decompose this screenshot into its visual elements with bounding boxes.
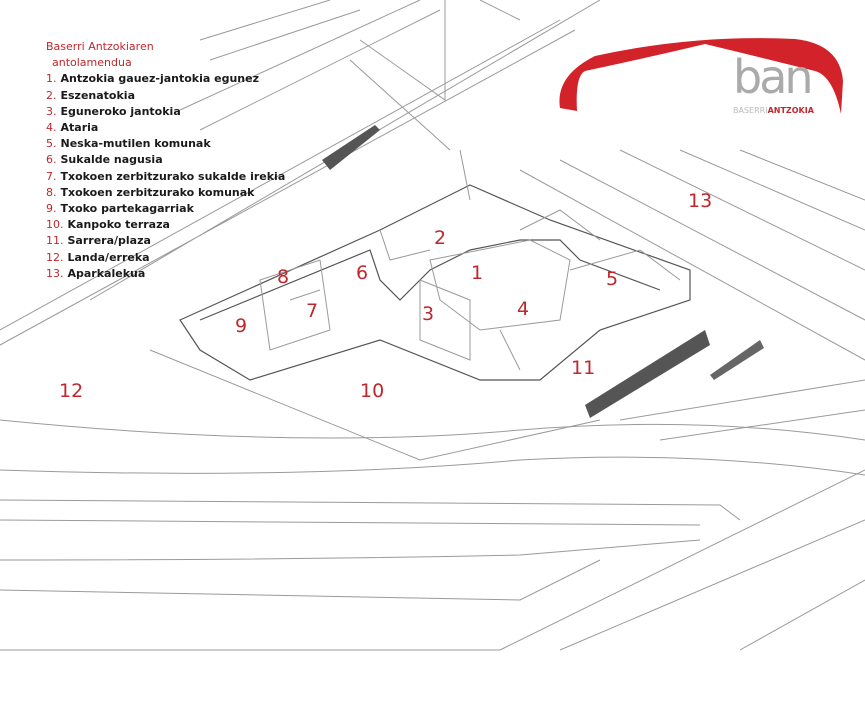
legend-item-number: 9. bbox=[46, 202, 57, 216]
legend-item-label: Txoko partekagarriak bbox=[60, 202, 194, 216]
plan-label-7: 7 bbox=[306, 300, 318, 322]
logo: ban BASERRIANTZOKIA bbox=[555, 36, 845, 126]
legend-item-label: Txokoen zerbitzurako komunak bbox=[60, 185, 255, 199]
plan-label-10: 10 bbox=[360, 380, 384, 402]
legend-item: 13.Aparkalekua bbox=[46, 266, 285, 282]
legend-item-label: Eszenatokia bbox=[60, 88, 136, 102]
legend-item: 3.Eguneroko jantokia bbox=[46, 104, 285, 120]
legend-item: 4.Ataria bbox=[46, 120, 285, 136]
legend-item-label: Neska-mutilen komunak bbox=[60, 137, 211, 151]
legend-item-number: 2. bbox=[46, 88, 57, 102]
legend-item-number: 5. bbox=[46, 137, 57, 151]
logo-roof-icon bbox=[559, 38, 843, 114]
logo-sub-grey: BASERRI bbox=[733, 106, 768, 115]
legend-item: 6.Sukalde nagusia bbox=[46, 152, 285, 168]
plan-label-11: 11 bbox=[571, 357, 595, 379]
logo-sub-red: ANTZOKIA bbox=[767, 106, 814, 115]
plan-label-1: 1 bbox=[471, 262, 483, 284]
legend-item: 9.Txoko partekagarriak bbox=[46, 201, 285, 217]
legend-item-number: 8. bbox=[46, 185, 57, 199]
legend-item: 10.Kanpoko terraza bbox=[46, 217, 285, 233]
plan-label-13: 13 bbox=[688, 190, 712, 212]
logo-subtitle: BASERRIANTZOKIA bbox=[733, 106, 814, 115]
legend-item-label: Txokoen zerbitzurako sukalde irekia bbox=[60, 169, 286, 183]
legend-item: 1.Antzokia gauez-jantokia egunez bbox=[46, 71, 285, 87]
legend-title: Baserri Antzokiaren bbox=[46, 40, 154, 53]
legend-item: 12.Landa/erreka bbox=[46, 250, 285, 266]
plan-label-9: 9 bbox=[235, 315, 247, 337]
plan-label-8: 8 bbox=[277, 266, 289, 288]
plan-label-4: 4 bbox=[517, 298, 529, 320]
legend-item-label: Eguneroko jantokia bbox=[60, 104, 181, 118]
legend-item-number: 1. bbox=[46, 72, 57, 86]
legend-item-label: Kanpoko terraza bbox=[67, 218, 170, 232]
plan-label-2: 2 bbox=[434, 227, 446, 249]
plan-labels: 1 2 3 4 5 6 7 8 9 10 11 12 13 bbox=[59, 190, 712, 402]
legend: Baserri Antzokiaren antolamendua 1.Antzo… bbox=[46, 39, 285, 282]
legend-item-label: Aparkalekua bbox=[67, 266, 146, 280]
legend-item-number: 4. bbox=[46, 121, 57, 135]
legend-subtitle: antolamendua bbox=[52, 56, 132, 70]
legend-item-label: Antzokia gauez-jantokia egunez bbox=[60, 72, 260, 86]
legend-item: 2.Eszenatokia bbox=[46, 88, 285, 104]
legend-item-number: 10. bbox=[46, 218, 64, 232]
legend-item-label: Sarrera/plaza bbox=[67, 234, 151, 248]
legend-item: 7.Txokoen zerbitzurako sukalde irekia bbox=[46, 169, 285, 185]
logo-mark: ban bbox=[733, 50, 814, 104]
legend-item: 8.Txokoen zerbitzurako komunak bbox=[46, 185, 285, 201]
legend-item-number: 3. bbox=[46, 104, 57, 118]
plan-label-5: 5 bbox=[606, 268, 618, 290]
legend-item: 11.Sarrera/plaza bbox=[46, 233, 285, 249]
plan-label-12: 12 bbox=[59, 380, 83, 402]
legend-item-number: 13. bbox=[46, 266, 64, 280]
plan-label-6: 6 bbox=[356, 262, 368, 284]
legend-item-label: Landa/erreka bbox=[67, 250, 150, 264]
legend-item-number: 6. bbox=[46, 153, 57, 167]
legend-item: 5.Neska-mutilen komunak bbox=[46, 136, 285, 152]
legend-item-number: 7. bbox=[46, 169, 57, 183]
plan-linework bbox=[0, 0, 865, 651]
legend-item-number: 11. bbox=[46, 234, 64, 248]
plan-label-3: 3 bbox=[422, 303, 434, 325]
legend-item-number: 12. bbox=[46, 250, 64, 264]
legend-item-label: Ataria bbox=[60, 121, 99, 135]
legend-item-label: Sukalde nagusia bbox=[60, 153, 163, 167]
